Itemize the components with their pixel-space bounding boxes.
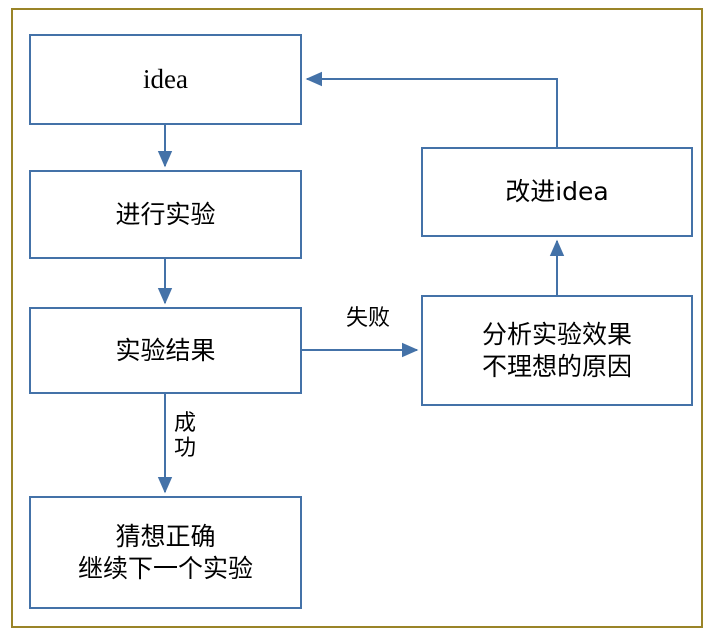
node-idea[interactable]: idea bbox=[29, 34, 302, 125]
node-hypothesis-correct[interactable]: 猜想正确 继续下一个实验 bbox=[29, 496, 302, 609]
node-hypothesis-correct-label: 猜想正确 继续下一个实验 bbox=[77, 521, 253, 583]
node-conduct-experiment[interactable]: 进行实验 bbox=[29, 170, 302, 259]
node-experiment-result[interactable]: 实验结果 bbox=[29, 307, 302, 394]
node-idea-label: idea bbox=[143, 64, 188, 95]
node-conduct-experiment-label: 进行实验 bbox=[115, 199, 216, 229]
node-analyze-cause-label: 分析实验效果 不理想的原因 bbox=[481, 319, 632, 381]
node-improve-idea[interactable]: 改进idea bbox=[421, 147, 693, 237]
edge-label-fail: 失败 bbox=[345, 306, 390, 331]
node-experiment-result-label: 实验结果 bbox=[115, 335, 216, 365]
node-analyze-cause[interactable]: 分析实验效果 不理想的原因 bbox=[421, 295, 693, 406]
edge-label-success: 成 功 bbox=[173, 411, 196, 462]
node-improve-idea-label: 改进idea bbox=[505, 177, 609, 206]
diagram-outer-frame bbox=[11, 8, 703, 628]
